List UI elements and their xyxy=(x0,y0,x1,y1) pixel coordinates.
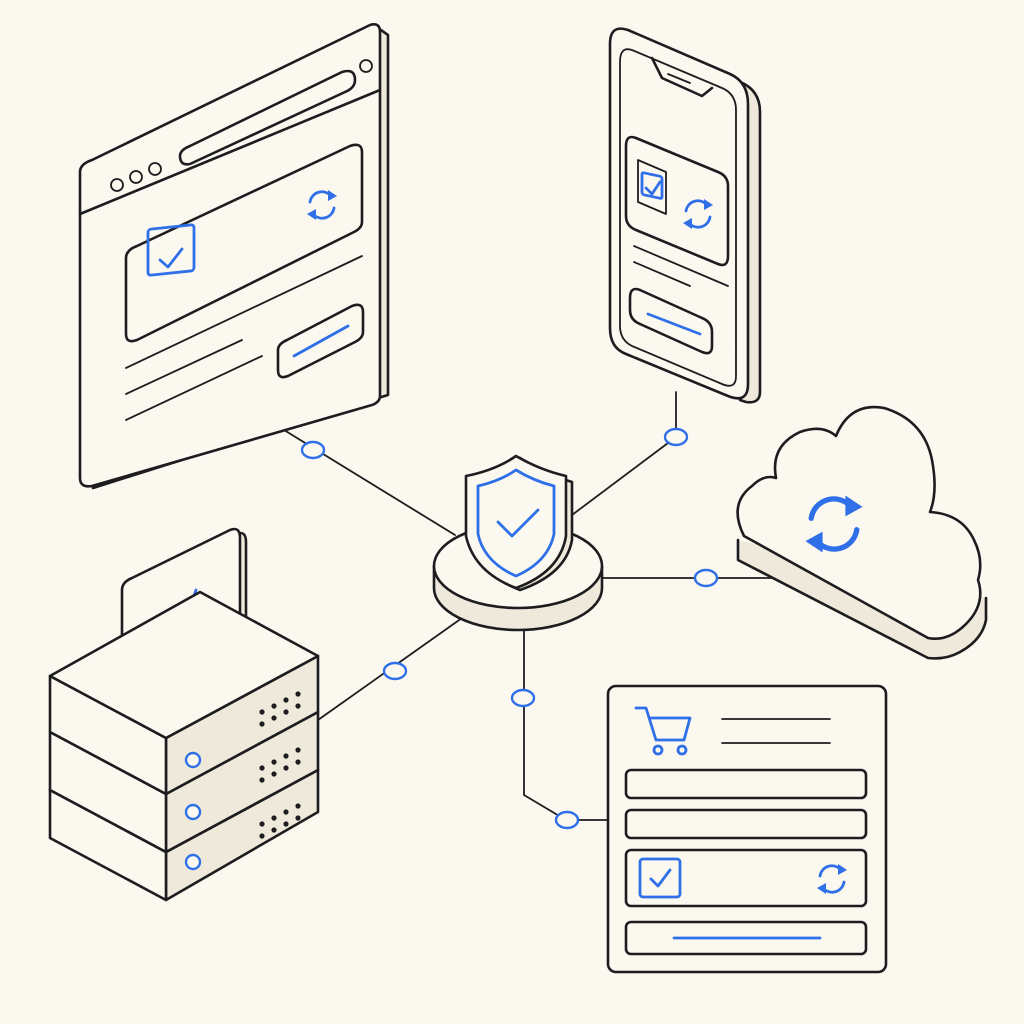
connector-phone-diagonal xyxy=(571,436,677,516)
form-field[interactable] xyxy=(624,768,868,800)
server-status-led xyxy=(184,803,202,821)
window-dot-icon xyxy=(110,178,124,192)
phone-body xyxy=(608,27,750,400)
connector-node-form xyxy=(554,810,580,830)
server-stack xyxy=(48,527,320,902)
vent-dots xyxy=(259,691,301,839)
connector-node-browser xyxy=(300,440,326,460)
text-line xyxy=(633,245,729,287)
connector-form xyxy=(523,627,609,821)
phone-submit-button[interactable] xyxy=(628,287,714,355)
address-bar[interactable] xyxy=(178,69,357,166)
server-status-led xyxy=(184,853,202,871)
browser-submit-button[interactable] xyxy=(276,303,365,379)
server-top xyxy=(48,590,320,740)
window-dot-icon xyxy=(359,59,373,73)
cloud-shape xyxy=(736,405,982,640)
security-hub xyxy=(432,454,604,632)
mobile-phone xyxy=(608,27,762,404)
check-mark-icon xyxy=(496,508,540,538)
check-mark-icon xyxy=(644,180,662,196)
button-label-line xyxy=(646,312,702,336)
check-mark-icon xyxy=(158,247,184,269)
connector-node-server xyxy=(382,661,408,681)
connector-node-cloud xyxy=(693,568,719,588)
connector-node-phone xyxy=(663,427,689,447)
connections xyxy=(257,391,779,830)
phone-checkbox-frame xyxy=(637,159,667,215)
shopping-form xyxy=(606,684,888,974)
button-label-line xyxy=(292,324,350,358)
text-line xyxy=(633,261,691,287)
text-line xyxy=(125,355,263,421)
checkbox-checked-icon[interactable] xyxy=(640,171,664,200)
cloud xyxy=(736,405,988,660)
form-option-row[interactable] xyxy=(624,848,868,908)
check-mark-icon xyxy=(649,868,672,888)
form-panel xyxy=(606,684,888,974)
window-dot-icon xyxy=(148,162,162,176)
browser-window xyxy=(78,23,390,490)
phone-card xyxy=(624,135,730,267)
phone-screen xyxy=(619,48,737,387)
phone-notch xyxy=(650,56,714,98)
form-field[interactable] xyxy=(624,808,868,840)
checkbox-checked-icon[interactable] xyxy=(146,223,196,277)
browser-card xyxy=(124,143,364,343)
window-dot-icon xyxy=(129,170,143,184)
shopping-cart-icon xyxy=(634,706,692,756)
connector-node-form-upper xyxy=(510,688,536,708)
connector-browser xyxy=(257,413,456,536)
shield-check-icon xyxy=(476,468,556,578)
server-status-led xyxy=(184,751,202,769)
checkbox-checked-icon[interactable] xyxy=(638,857,682,899)
form-submit-button[interactable] xyxy=(624,920,868,956)
text-line xyxy=(125,339,243,395)
text-line xyxy=(125,255,363,369)
